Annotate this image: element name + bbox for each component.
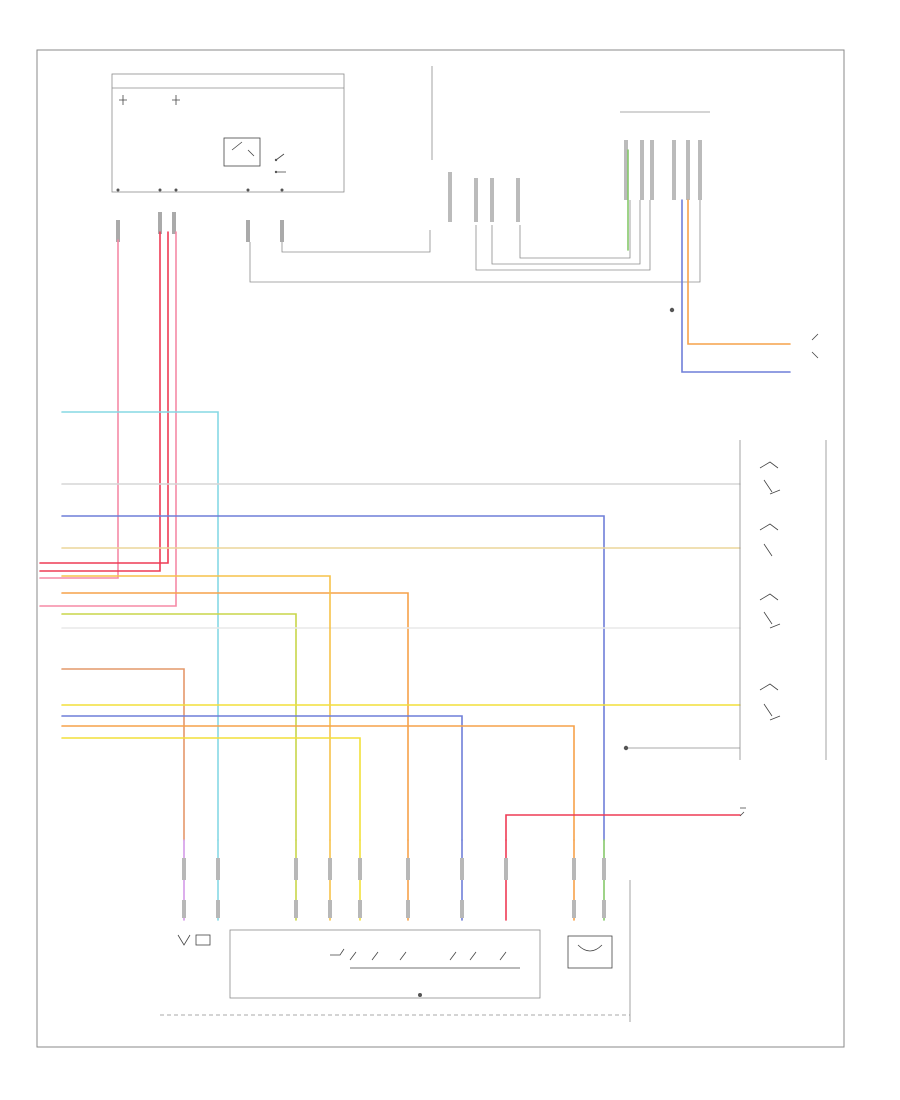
solenoid-icon xyxy=(177,934,211,946)
valve-body-box xyxy=(229,929,541,999)
fuse-icon xyxy=(119,95,180,105)
speed-sensor-icon xyxy=(567,935,613,969)
range-switch xyxy=(739,440,827,817)
diagram-frame xyxy=(36,49,845,1048)
sensor-icon xyxy=(811,333,819,359)
middle-connector-pins xyxy=(448,172,520,222)
connector-stubs-left xyxy=(116,212,284,242)
relay-icon xyxy=(223,137,261,167)
switch-contact-icon xyxy=(759,461,781,721)
bottom-connector-stubs xyxy=(182,858,606,918)
wire-harness xyxy=(39,199,791,921)
ground-icon xyxy=(669,307,675,313)
switch-icon xyxy=(274,153,286,174)
top-harness xyxy=(249,149,701,283)
module-connector-middle xyxy=(431,66,520,222)
control-module-right xyxy=(620,111,819,359)
fuse-block xyxy=(111,73,345,242)
bottom-modules xyxy=(160,880,631,1022)
right-connector-pins xyxy=(624,140,702,200)
pressure-switch-bank-icon xyxy=(330,948,520,997)
pressure-switch-icon xyxy=(739,807,746,817)
fuse-box-outline xyxy=(111,73,345,193)
